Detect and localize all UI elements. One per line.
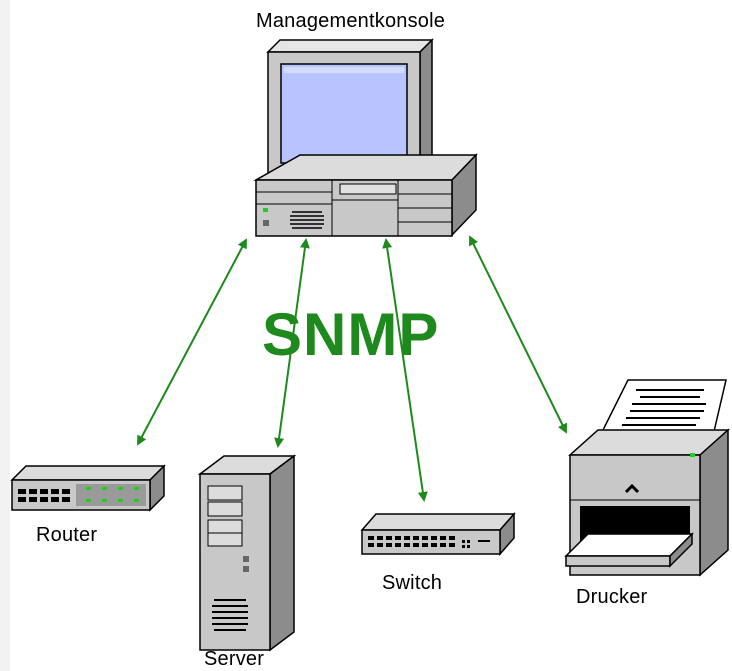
switch-icon xyxy=(360,512,516,556)
management-console-label: Managementkonsole xyxy=(256,10,446,32)
management-console-icon xyxy=(253,38,478,237)
arrow-switch xyxy=(382,238,428,502)
router-label: Router xyxy=(36,524,98,546)
arrow-router xyxy=(137,238,247,446)
arrow-server xyxy=(274,238,310,448)
printer-icon xyxy=(564,379,730,577)
server-label: Server xyxy=(204,648,265,670)
server-icon xyxy=(197,454,297,652)
snmp-arrows xyxy=(137,235,567,502)
printer-label: Drucker xyxy=(576,586,648,608)
router-icon xyxy=(10,464,166,512)
protocol-label: SNMP xyxy=(262,301,440,368)
switch-label: Switch xyxy=(382,572,443,594)
arrow-printer xyxy=(469,235,567,434)
